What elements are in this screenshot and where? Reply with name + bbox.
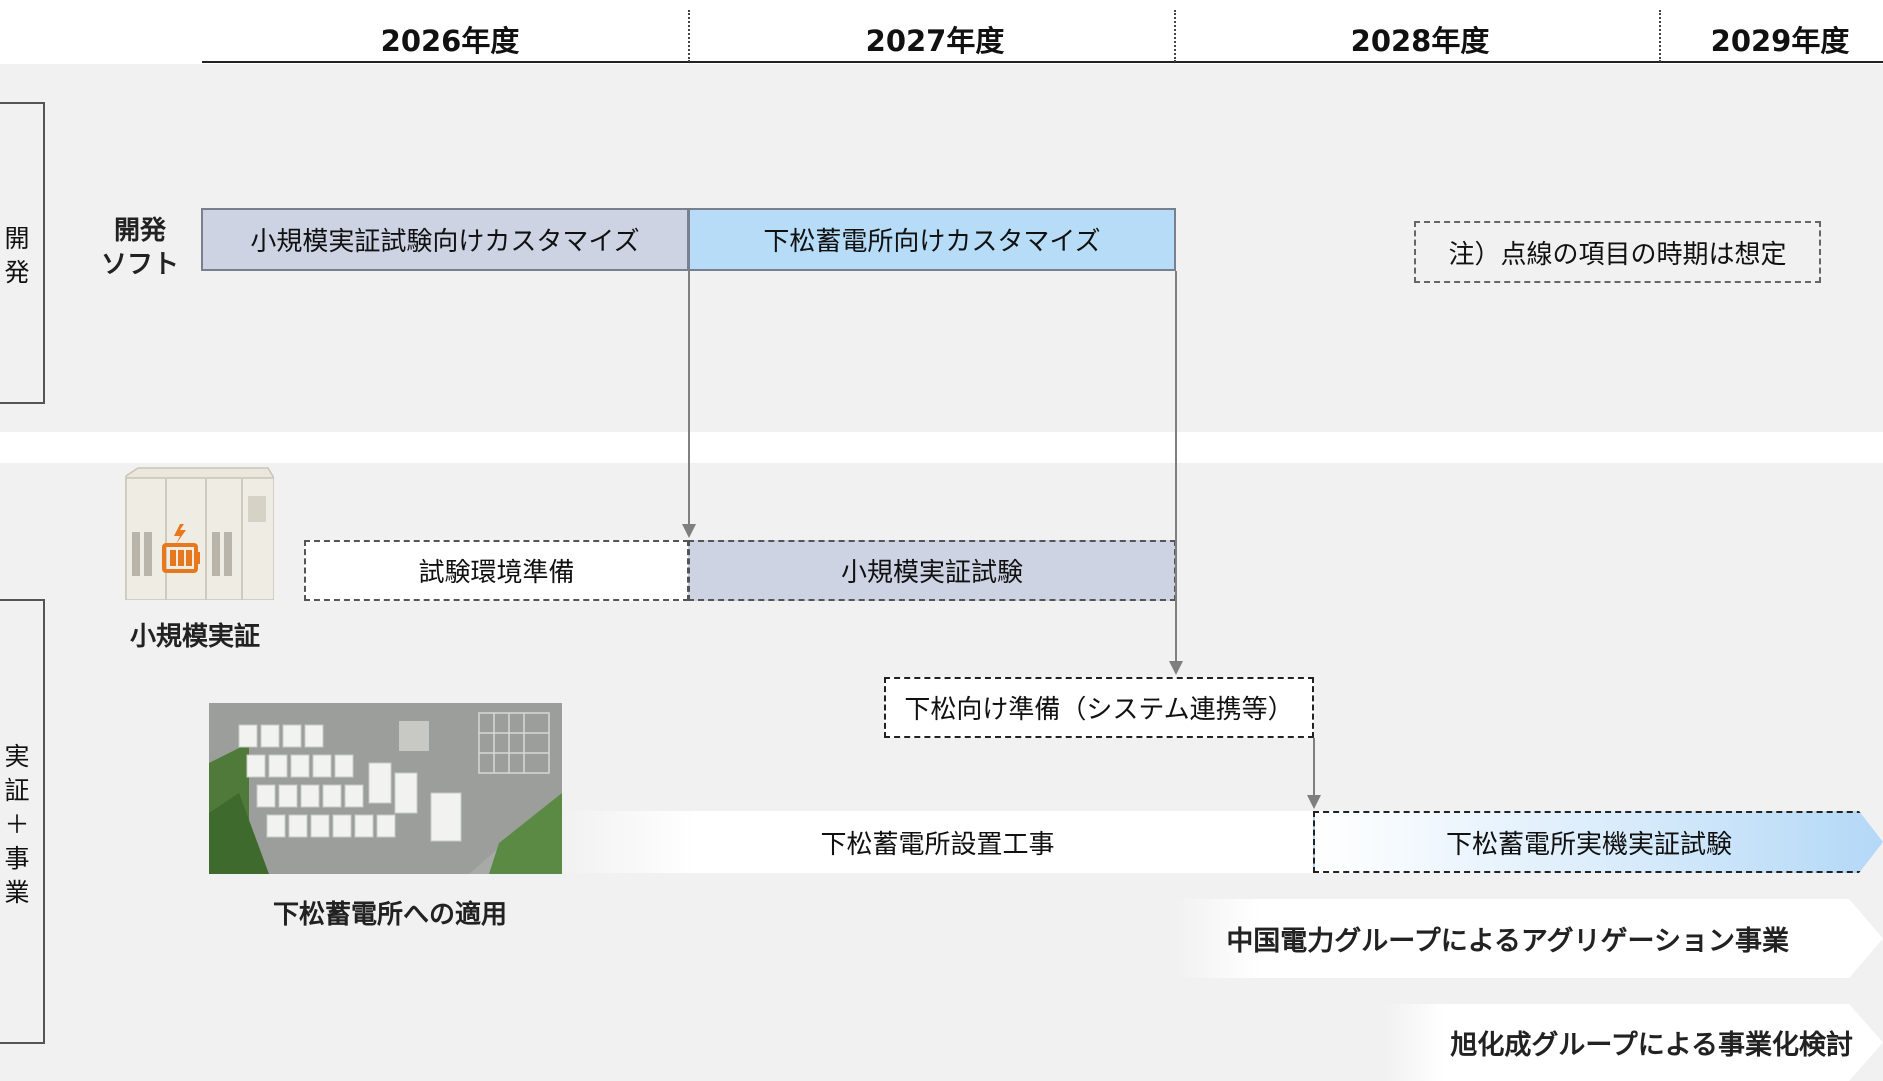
task-small-demo-customize: 小規模実証試験向けカスタマイズ bbox=[201, 208, 689, 271]
arrow-head bbox=[682, 524, 696, 538]
battery-container-illustration bbox=[125, 467, 274, 600]
shimomatsu-caption: 下松蓄電所への適用 bbox=[272, 900, 507, 930]
year-divider bbox=[688, 10, 690, 62]
development-section-bracket bbox=[0, 102, 45, 404]
year-2029: 2029年度 bbox=[1710, 24, 1850, 58]
year-divider bbox=[1174, 10, 1176, 62]
asahi-business-study: 旭化成グループによる事業化検討 bbox=[1385, 1004, 1883, 1081]
timeline-axis bbox=[202, 61, 1883, 63]
shimomatsu-site-image bbox=[209, 703, 562, 874]
demonstration-section-label: 実 証 ＋ 事 業 bbox=[4, 742, 30, 907]
year-divider bbox=[1659, 10, 1661, 62]
development-software-label: 開発 ソフト bbox=[100, 216, 179, 280]
task-test-env-prep: 試験環境準備 bbox=[304, 540, 689, 601]
development-section-label: 開 発 bbox=[4, 224, 30, 287]
year-2028: 2028年度 bbox=[1350, 24, 1490, 58]
arrow-head bbox=[1307, 795, 1321, 809]
arrow-head bbox=[1169, 661, 1183, 675]
demonstration-section-bracket bbox=[0, 599, 45, 1044]
note-dashed-items: 注）点線の項目の時期は想定 bbox=[1414, 221, 1821, 283]
task-shimomatsu-real-test: 下松蓄電所実機実証試験 bbox=[1313, 811, 1883, 873]
chugoku-aggregation-business: 中国電力グループによるアグリゲーション事業 bbox=[1175, 899, 1883, 978]
year-2026: 2026年度 bbox=[380, 24, 520, 58]
task-shimomatsu-prep: 下松向け準備（システム連携等） bbox=[884, 677, 1314, 738]
year-2027: 2027年度 bbox=[865, 24, 1005, 58]
small-demo-caption: 小規模実証 bbox=[129, 622, 260, 652]
task-small-demo-test: 小規模実証試験 bbox=[688, 540, 1176, 601]
task-shimomatsu-construction: 下松蓄電所設置工事 bbox=[560, 811, 1315, 873]
task-shimomatsu-customize: 下松蓄電所向けカスタマイズ bbox=[688, 208, 1176, 271]
